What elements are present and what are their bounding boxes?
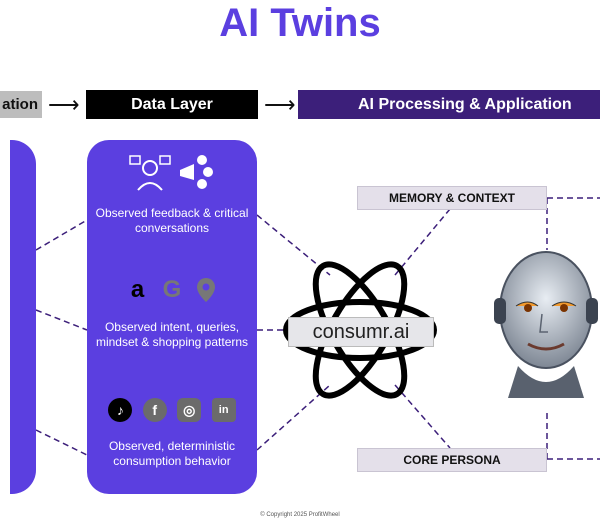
data-layer-panel: Observed feedback & critical conversatio… xyxy=(87,140,257,494)
connector-line xyxy=(256,214,331,276)
connector-line xyxy=(256,384,331,451)
stage-collection-label: ation xyxy=(0,91,42,118)
stage-ai-processing: AI Processing & Application xyxy=(298,90,600,119)
copyright-text: © Copyright 2025 ProfitWheel xyxy=(260,512,340,518)
memory-context-label: MEMORY & CONTEXT xyxy=(357,186,547,210)
connector-line xyxy=(394,208,451,276)
people-talking-icon xyxy=(129,155,171,191)
facebook-icon: f xyxy=(142,398,167,422)
instagram-icon: ◎ xyxy=(177,398,202,422)
robot-face-icon xyxy=(494,251,598,398)
connector-line xyxy=(35,309,88,331)
feedback-description: Observed feedback & critical conversatio… xyxy=(95,206,249,235)
megaphone-icon xyxy=(180,155,214,189)
connector-line xyxy=(394,384,451,449)
behavior-description: Observed, deterministic consumption beha… xyxy=(108,439,236,468)
tiktok-icon: ♪ xyxy=(108,398,133,422)
page-title: AI Twins xyxy=(219,1,381,45)
google-logo-icon: G xyxy=(162,276,182,303)
connector-line xyxy=(35,429,88,456)
emoji-column xyxy=(0,140,10,494)
map-pin-icon xyxy=(197,278,216,302)
feedback-panel xyxy=(0,140,36,494)
linkedin-icon: in xyxy=(211,398,236,422)
stage-data-layer: Data Layer xyxy=(86,90,258,119)
conversation-icons xyxy=(87,152,257,197)
hub-label: consumr.ai xyxy=(288,317,434,347)
connector-line xyxy=(35,219,88,251)
amazon-logo-icon: a xyxy=(130,276,145,303)
intent-icons: a G xyxy=(87,276,257,304)
core-persona-label: CORE PERSONA xyxy=(357,448,547,472)
social-icons: ♪ f ◎ in xyxy=(87,398,257,422)
arrow-right-icon: ⟶ xyxy=(264,92,296,117)
intent-description: Observed intent, queries, mindset & shop… xyxy=(95,320,249,349)
arrow-right-icon: ⟶ xyxy=(48,92,80,117)
